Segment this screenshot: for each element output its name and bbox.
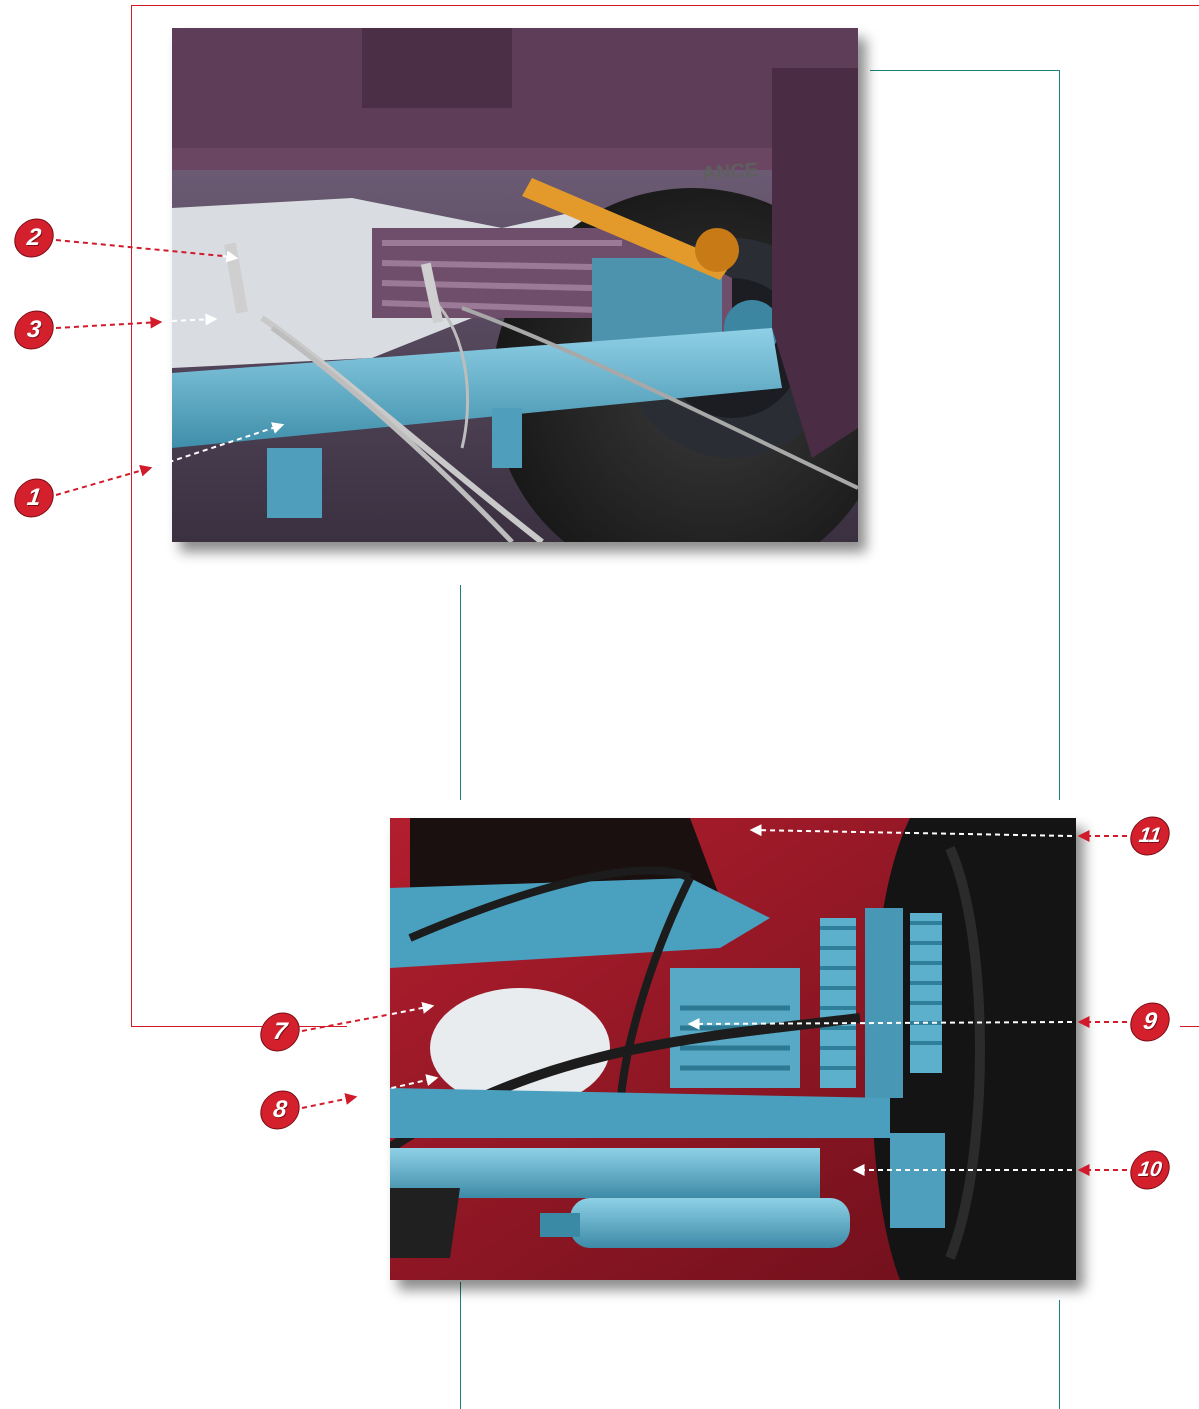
callout-badge-8: 8 <box>257 1090 303 1130</box>
teal-frame-top <box>870 70 1060 71</box>
callout-badge-7: 7 <box>257 1012 303 1052</box>
callout-number-11: 11 <box>1137 824 1163 847</box>
leader-3-outer <box>55 316 163 329</box>
red-frame-left <box>131 5 132 1027</box>
tire-brand-text: ANCE <box>701 159 759 185</box>
red-frame-top <box>131 5 1199 6</box>
teal-frame-mid-left <box>460 585 461 800</box>
leader-8-outer <box>301 1093 358 1109</box>
callout-badge-2: 2 <box>11 218 57 258</box>
callout-number-8: 8 <box>271 1096 289 1123</box>
leader-7-outer <box>301 1013 393 1032</box>
callout-number-2: 2 <box>25 224 43 251</box>
top-photo-axle-brakes: ANCE <box>172 28 858 542</box>
teal-frame-right <box>1059 70 1060 800</box>
callout-badge-10: 10 <box>1127 1150 1173 1190</box>
red-frame-right-stub <box>1180 1026 1199 1027</box>
callout-number-1: 1 <box>25 484 43 511</box>
teal-frame-bottom-right <box>1059 1300 1060 1409</box>
callout-number-9: 9 <box>1141 1008 1159 1035</box>
callout-badge-3: 3 <box>11 310 57 350</box>
callout-badge-11: 11 <box>1127 816 1173 856</box>
red-frame-bottom <box>131 1026 347 1027</box>
callout-number-7: 7 <box>271 1018 289 1045</box>
teal-frame-bottom-left <box>460 1282 461 1409</box>
callout-number-3: 3 <box>25 316 43 343</box>
leader-1-outer <box>55 464 153 496</box>
bottom-photo-axle-hydraulics <box>390 818 1076 1280</box>
callout-badge-1: 1 <box>11 478 57 518</box>
callout-badge-9: 9 <box>1127 1002 1173 1042</box>
callout-number-10: 10 <box>1136 1158 1164 1181</box>
